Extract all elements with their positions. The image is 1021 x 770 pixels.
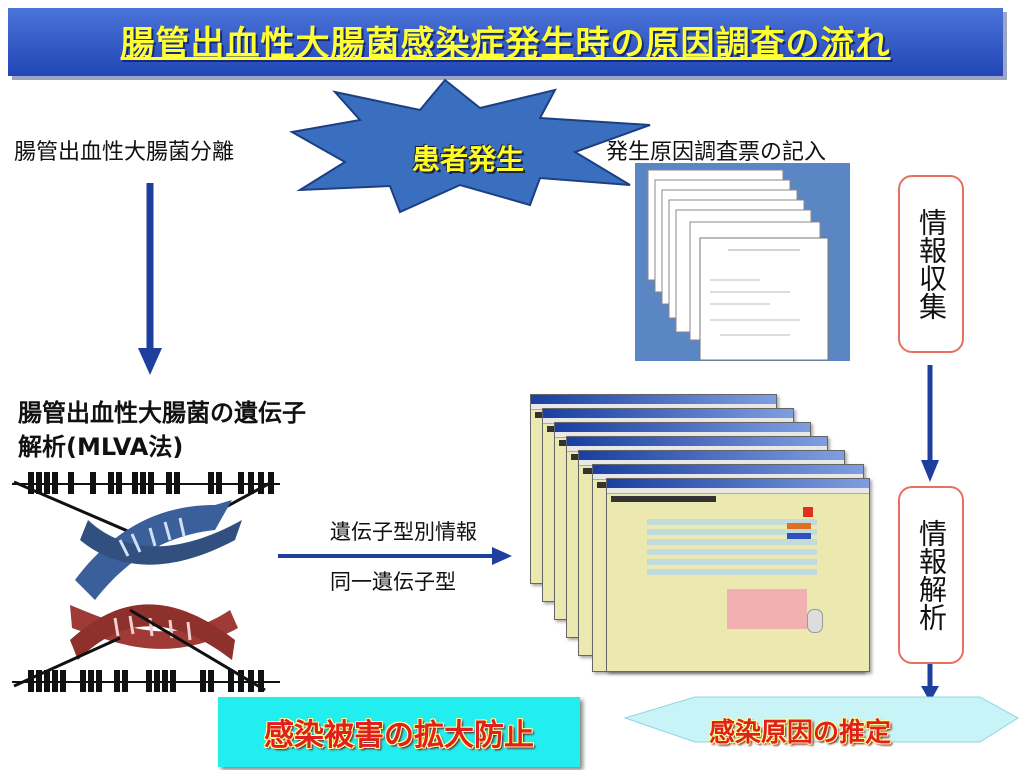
info-collection-box: 情報収集: [898, 175, 964, 353]
title-bar: 腸管出血性大腸菌感染症発生時の原因調査の流れ: [8, 8, 1003, 76]
survey-form-image: [635, 163, 850, 361]
patient-occurrence-starburst: [289, 78, 651, 214]
page-title: 腸管出血性大腸菌感染症発生時の原因調査の流れ: [120, 24, 891, 64]
estimate-banner: [623, 696, 1019, 743]
info-analysis-box: 情報解析: [898, 486, 964, 664]
patient-occurrence-label: 患者発生: [411, 143, 524, 176]
arrow-right-middle: [278, 547, 512, 565]
cause-estimate-label: 感染原因の推定: [708, 718, 891, 748]
genotype-info-label: 遺伝子型別情報: [330, 520, 477, 544]
dna-red-icon: [70, 604, 238, 660]
software-screens-stack: [530, 394, 870, 674]
ehec-isolation-label: 腸管出血性大腸菌分離: [14, 140, 235, 165]
info-analysis-label: 情報解析: [915, 519, 948, 631]
same-genotype-label: 同一遺伝子型: [330, 570, 456, 594]
infection-prevention-box: 感染被害の拡大防止: [218, 697, 580, 767]
dna-blue-icon: [75, 500, 242, 600]
gene-analysis-label: 腸管出血性大腸菌の遺伝子解析(MLVA法): [18, 399, 306, 461]
info-collection-label: 情報収集: [915, 208, 948, 320]
arrow-down-left: [138, 183, 162, 375]
survey-form-label: 発生原因調査票の記入: [606, 140, 827, 165]
arrow-down-right-1: [921, 365, 939, 482]
infection-prevention-label: 感染被害の拡大防止: [264, 718, 534, 753]
arrow-down-right-2: [921, 664, 939, 702]
